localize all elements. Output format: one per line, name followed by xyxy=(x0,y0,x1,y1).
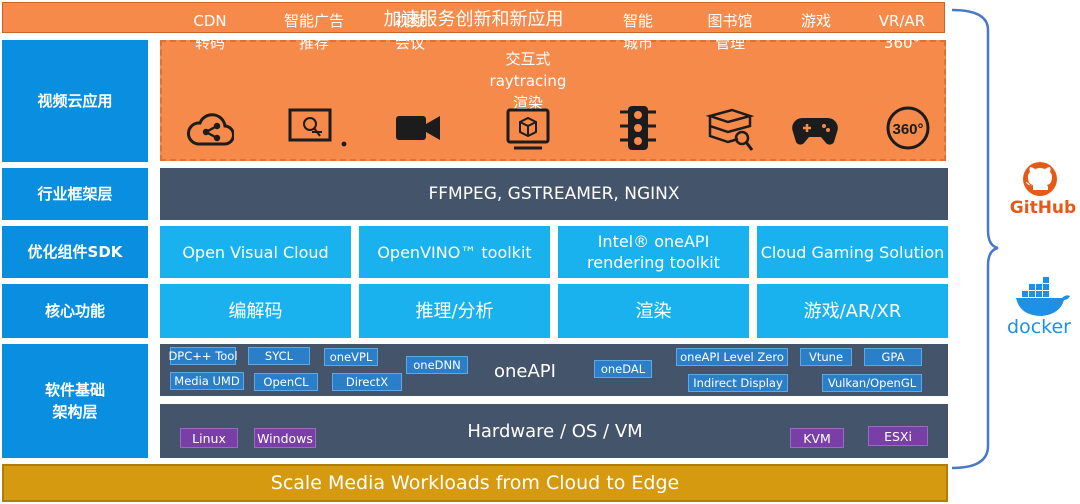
right-bracket xyxy=(951,8,999,470)
chip-windows: Windows xyxy=(254,428,316,448)
chip-onedal: oneDAL xyxy=(594,360,652,378)
chip-dpcpp-tool: DPC++ Tool xyxy=(168,347,238,365)
chip-onevpl: oneVPL xyxy=(324,348,378,366)
svg-text:360°: 360° xyxy=(892,121,923,138)
chip-vtune: Vtune xyxy=(800,348,852,366)
frameworks-bar: FFMPEG, GSTREAMER, NGINX xyxy=(160,168,948,220)
core-inference: 推理/分析 xyxy=(359,284,550,338)
app-label-ad: 智能广告 推荐 xyxy=(283,12,344,52)
chip-opencl: OpenCL xyxy=(254,373,318,391)
chip-indirect-display: Indirect Display xyxy=(688,374,788,392)
app-label-conference: 视频 会议 xyxy=(394,12,425,52)
cloud-share-icon xyxy=(186,104,235,152)
hardware-title: Hardware / OS / VM xyxy=(467,420,643,442)
bottom-banner: Scale Media Workloads from Cloud to Edge xyxy=(2,464,948,502)
chip-vulkan-opengl: Vulkan/OpenGL xyxy=(822,374,922,392)
core-rendering: 渲染 xyxy=(558,284,749,338)
sdk-oneapi-rendering: Intel® oneAPI rendering toolkit xyxy=(558,226,749,278)
top-banner: 加速服务创新和新应用 xyxy=(2,2,945,33)
github-icon xyxy=(1020,160,1060,198)
core-gaming: 游戏/AR/XR xyxy=(757,284,948,338)
chip-esxi: ESXi xyxy=(868,426,928,446)
chip-sycl: SYCL xyxy=(248,347,310,365)
core-codec: 编解码 xyxy=(160,284,351,338)
docker-icon xyxy=(1014,276,1072,318)
app-label-cdn: CDN 转码 xyxy=(193,12,227,52)
chip-oneapi-level-zero: oneAPI Level Zero xyxy=(676,348,788,366)
app-label-smart-city: 智能 城市 xyxy=(622,12,653,52)
video-camera-icon xyxy=(394,104,442,152)
books-search-icon xyxy=(705,104,755,152)
cube-monitor-icon xyxy=(504,104,552,152)
chip-onednn: oneDNN xyxy=(406,356,468,374)
app-label-library: 图书馆 管理 xyxy=(707,12,753,52)
sdk-open-visual-cloud: Open Visual Cloud xyxy=(160,226,351,278)
chip-media-umd: Media UMD xyxy=(170,372,244,390)
layer-label-sdk: 优化组件SDK xyxy=(2,226,148,278)
gamepad-icon xyxy=(792,104,840,152)
chip-linux: Linux xyxy=(180,428,238,448)
sdk-cloud-gaming: Cloud Gaming Solution xyxy=(757,226,948,278)
sdk-openvino: OpenVINO™ toolkit xyxy=(359,226,550,278)
layer-label-core: 核心功能 xyxy=(2,284,148,338)
layer-label-industry: 行业框架层 xyxy=(2,168,148,220)
chip-gpa: GPA xyxy=(864,348,922,366)
layer-label-infra: 软件基础 架构层 xyxy=(2,344,148,458)
chip-kvm: KVM xyxy=(790,428,844,448)
docker-label: docker xyxy=(1007,316,1071,338)
ad-screen-icon xyxy=(288,104,350,152)
traffic-light-icon xyxy=(614,104,662,152)
app-label-raytracing: 交互式 raytracing 渲染 xyxy=(489,50,567,112)
layer-label-video-cloud: 视频云应用 xyxy=(2,40,148,162)
chip-directx: DirectX xyxy=(332,373,402,391)
oneapi-title: oneAPI xyxy=(494,360,556,382)
app-label-vrar: VR/AR 360° xyxy=(878,12,926,52)
360-icon: 360° xyxy=(884,104,932,152)
github-label: GitHub xyxy=(1009,198,1077,218)
app-label-game: 游戏 xyxy=(800,12,831,30)
